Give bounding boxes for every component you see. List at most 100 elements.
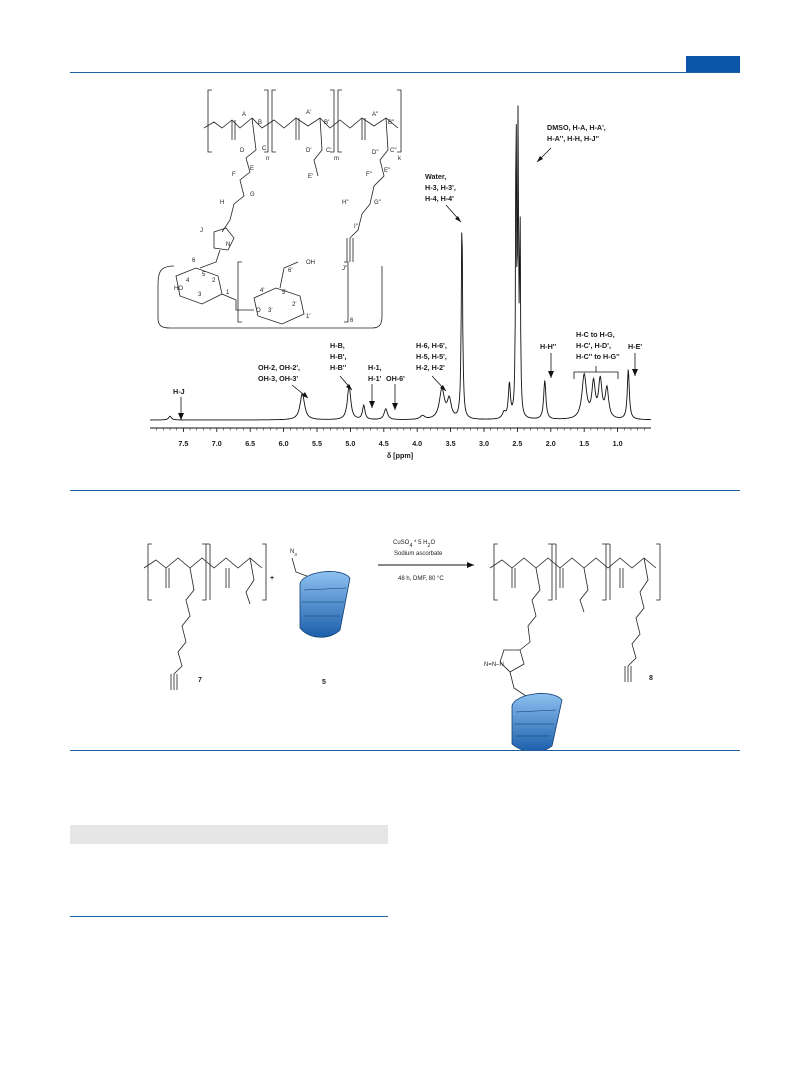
structure-label: C (262, 146, 267, 152)
svg-text:N=N–N: N=N–N (484, 662, 504, 668)
svg-text:N3: N3 (290, 549, 297, 557)
structure-label: 1' (306, 314, 310, 320)
repeat-index: k (398, 156, 402, 162)
x-tick-label: 1.5 (579, 439, 589, 448)
header-rule (70, 72, 740, 73)
polymer-structure: ABCDEFGHJA'B'C'D'E'A''B''C''D''E''F''G''… (157, 89, 402, 329)
structure-label: C'' (390, 148, 397, 154)
structure-label: 2' (292, 302, 296, 308)
annotation-h-1: H-1, H-1' (368, 363, 382, 408)
structure-labels: ABCDEFGHJA'B'C'D'E'A''B''C''D''E''F''G''… (174, 110, 402, 324)
structure-label: J (200, 228, 203, 234)
structure-label: J'' (342, 266, 347, 272)
section-rule-3 (70, 916, 388, 917)
x-tick-label: 2.5 (512, 439, 522, 448)
svg-text:H-6, H-6',: H-6, H-6', (416, 341, 447, 350)
annotation-h-b: H-B, H-B', H-B'' (330, 341, 353, 391)
reaction-conditions: CuSO4 * 5 H2O Sodium ascorbate 48 h, DMF… (378, 540, 474, 582)
structure-label: 3 (198, 292, 202, 298)
x-tick-label: 3.0 (479, 439, 489, 448)
annotation-h-h2: H-H'' (540, 342, 556, 378)
svg-text:H-2, H-2': H-2, H-2' (416, 363, 445, 372)
structure-label: D'' (372, 150, 379, 156)
structure-label: G (250, 192, 255, 198)
cd-repeat-index: 6 (350, 318, 354, 324)
x-tick-label: 2.0 (546, 439, 556, 448)
structure-label: B (258, 120, 262, 126)
x-tick-label: 7.5 (178, 439, 188, 448)
svg-text:H-B'': H-B'' (330, 363, 346, 372)
structure-label: F'' (366, 172, 372, 178)
svg-text:DMSO, H-A, H-A',: DMSO, H-A, H-A', (547, 123, 606, 132)
header-accent-tab (686, 56, 740, 72)
annotation-h-c: H-C to H-G, H-C', H-D', H-C'' to H-G'' (573, 330, 620, 379)
structure-label: E (250, 166, 254, 172)
svg-text:CuSO4 * 5 H2O: CuSO4 * 5 H2O (393, 540, 435, 549)
structure-label: I'' (354, 224, 358, 230)
svg-text:H-B,: H-B, (330, 341, 345, 350)
svg-text:H-C', H-D',: H-C', H-D', (576, 341, 611, 350)
compound-7 (143, 543, 267, 690)
structure-label: O (256, 308, 261, 314)
structure-label: E' (308, 174, 313, 180)
x-tick-label: 1.0 (613, 439, 623, 448)
svg-text:H-H'': H-H'' (540, 342, 556, 351)
structure-label: 3' (268, 308, 272, 314)
structure-label: E'' (384, 168, 390, 174)
structure-label: B' (324, 120, 329, 126)
annotation-oh-2: OH-2, OH-2', OH-3, OH-3' (258, 363, 309, 399)
structure-label: HO (174, 286, 183, 292)
structure-label: 5 (202, 272, 206, 278)
svg-text:H-3, H-3',: H-3, H-3', (425, 183, 456, 192)
svg-text:H-C to H-G,: H-C to H-G, (576, 330, 615, 339)
peak-annotations: DMSO, H-A, H-A', H-A'', H-H, H-J'' Water… (173, 123, 642, 420)
structure-label: 2 (212, 278, 216, 284)
svg-text:Water,: Water, (425, 172, 446, 181)
spectrum-trace (150, 105, 651, 421)
nmr-figure: ABCDEFGHJA'B'C'D'E'A''B''C''D''E''F''G''… (150, 89, 651, 460)
structure-label: 6 (192, 258, 196, 264)
svg-text:H-4, H-4': H-4, H-4' (425, 194, 454, 203)
structure-label: H'' (342, 200, 349, 206)
annotation-h-j: H-J (173, 387, 185, 420)
x-tick-label: 6.5 (245, 439, 255, 448)
structure-label: D (240, 148, 245, 154)
svg-text:H-1,: H-1, (368, 363, 382, 372)
x-tick-label: 4.0 (412, 439, 422, 448)
structure-label: N (226, 242, 230, 248)
x-tick-label: 3.5 (446, 439, 456, 448)
compound-7-label: 7 (198, 677, 202, 684)
structure-label: OH (306, 260, 315, 266)
compound-8: N=N–N (484, 543, 661, 750)
section-rule-2 (70, 750, 740, 751)
structure-label: F (232, 172, 236, 178)
svg-text:H-B',: H-B', (330, 352, 346, 361)
x-tick-label: 5.0 (345, 439, 355, 448)
svg-text:Sodium ascorbate: Sodium ascorbate (394, 551, 443, 557)
annotation-water: Water, H-3, H-3', H-4, H-4' (425, 172, 462, 223)
x-tick-label: 7.0 (212, 439, 222, 448)
structure-label: G'' (374, 200, 381, 206)
structure-label: D' (306, 148, 311, 154)
structure-label: 4' (260, 288, 264, 294)
x-axis-label: δ [ppm] (387, 451, 413, 460)
x-tick-label: 4.5 (379, 439, 389, 448)
structure-label: A (242, 112, 246, 118)
plus-sign: + (270, 575, 274, 582)
svg-text:H-J: H-J (173, 387, 185, 396)
compound-5: N3 (290, 549, 351, 638)
cyclodextrin-cone (299, 571, 351, 638)
x-tick-label: 6.0 (279, 439, 289, 448)
compound-5-label: 5 (322, 679, 326, 686)
annotation-h-6: H-6, H-6', H-5, H-5', H-2, H-2' (416, 341, 447, 392)
annotation-dmso: DMSO, H-A, H-A', H-A'', H-H, H-J'' (536, 123, 606, 163)
reaction-scheme: + N3 CuSO4 * 5 H2O Sodium ascorbate 48 h… (143, 540, 661, 750)
table-header-band (70, 825, 388, 844)
structure-label: B'' (388, 120, 394, 126)
svg-text:48 h, DMF, 80 °C: 48 h, DMF, 80 °C (398, 576, 444, 582)
structure-label: A' (306, 110, 311, 116)
svg-text:H-1': H-1' (368, 374, 382, 383)
svg-text:OH-6': OH-6' (386, 374, 405, 383)
